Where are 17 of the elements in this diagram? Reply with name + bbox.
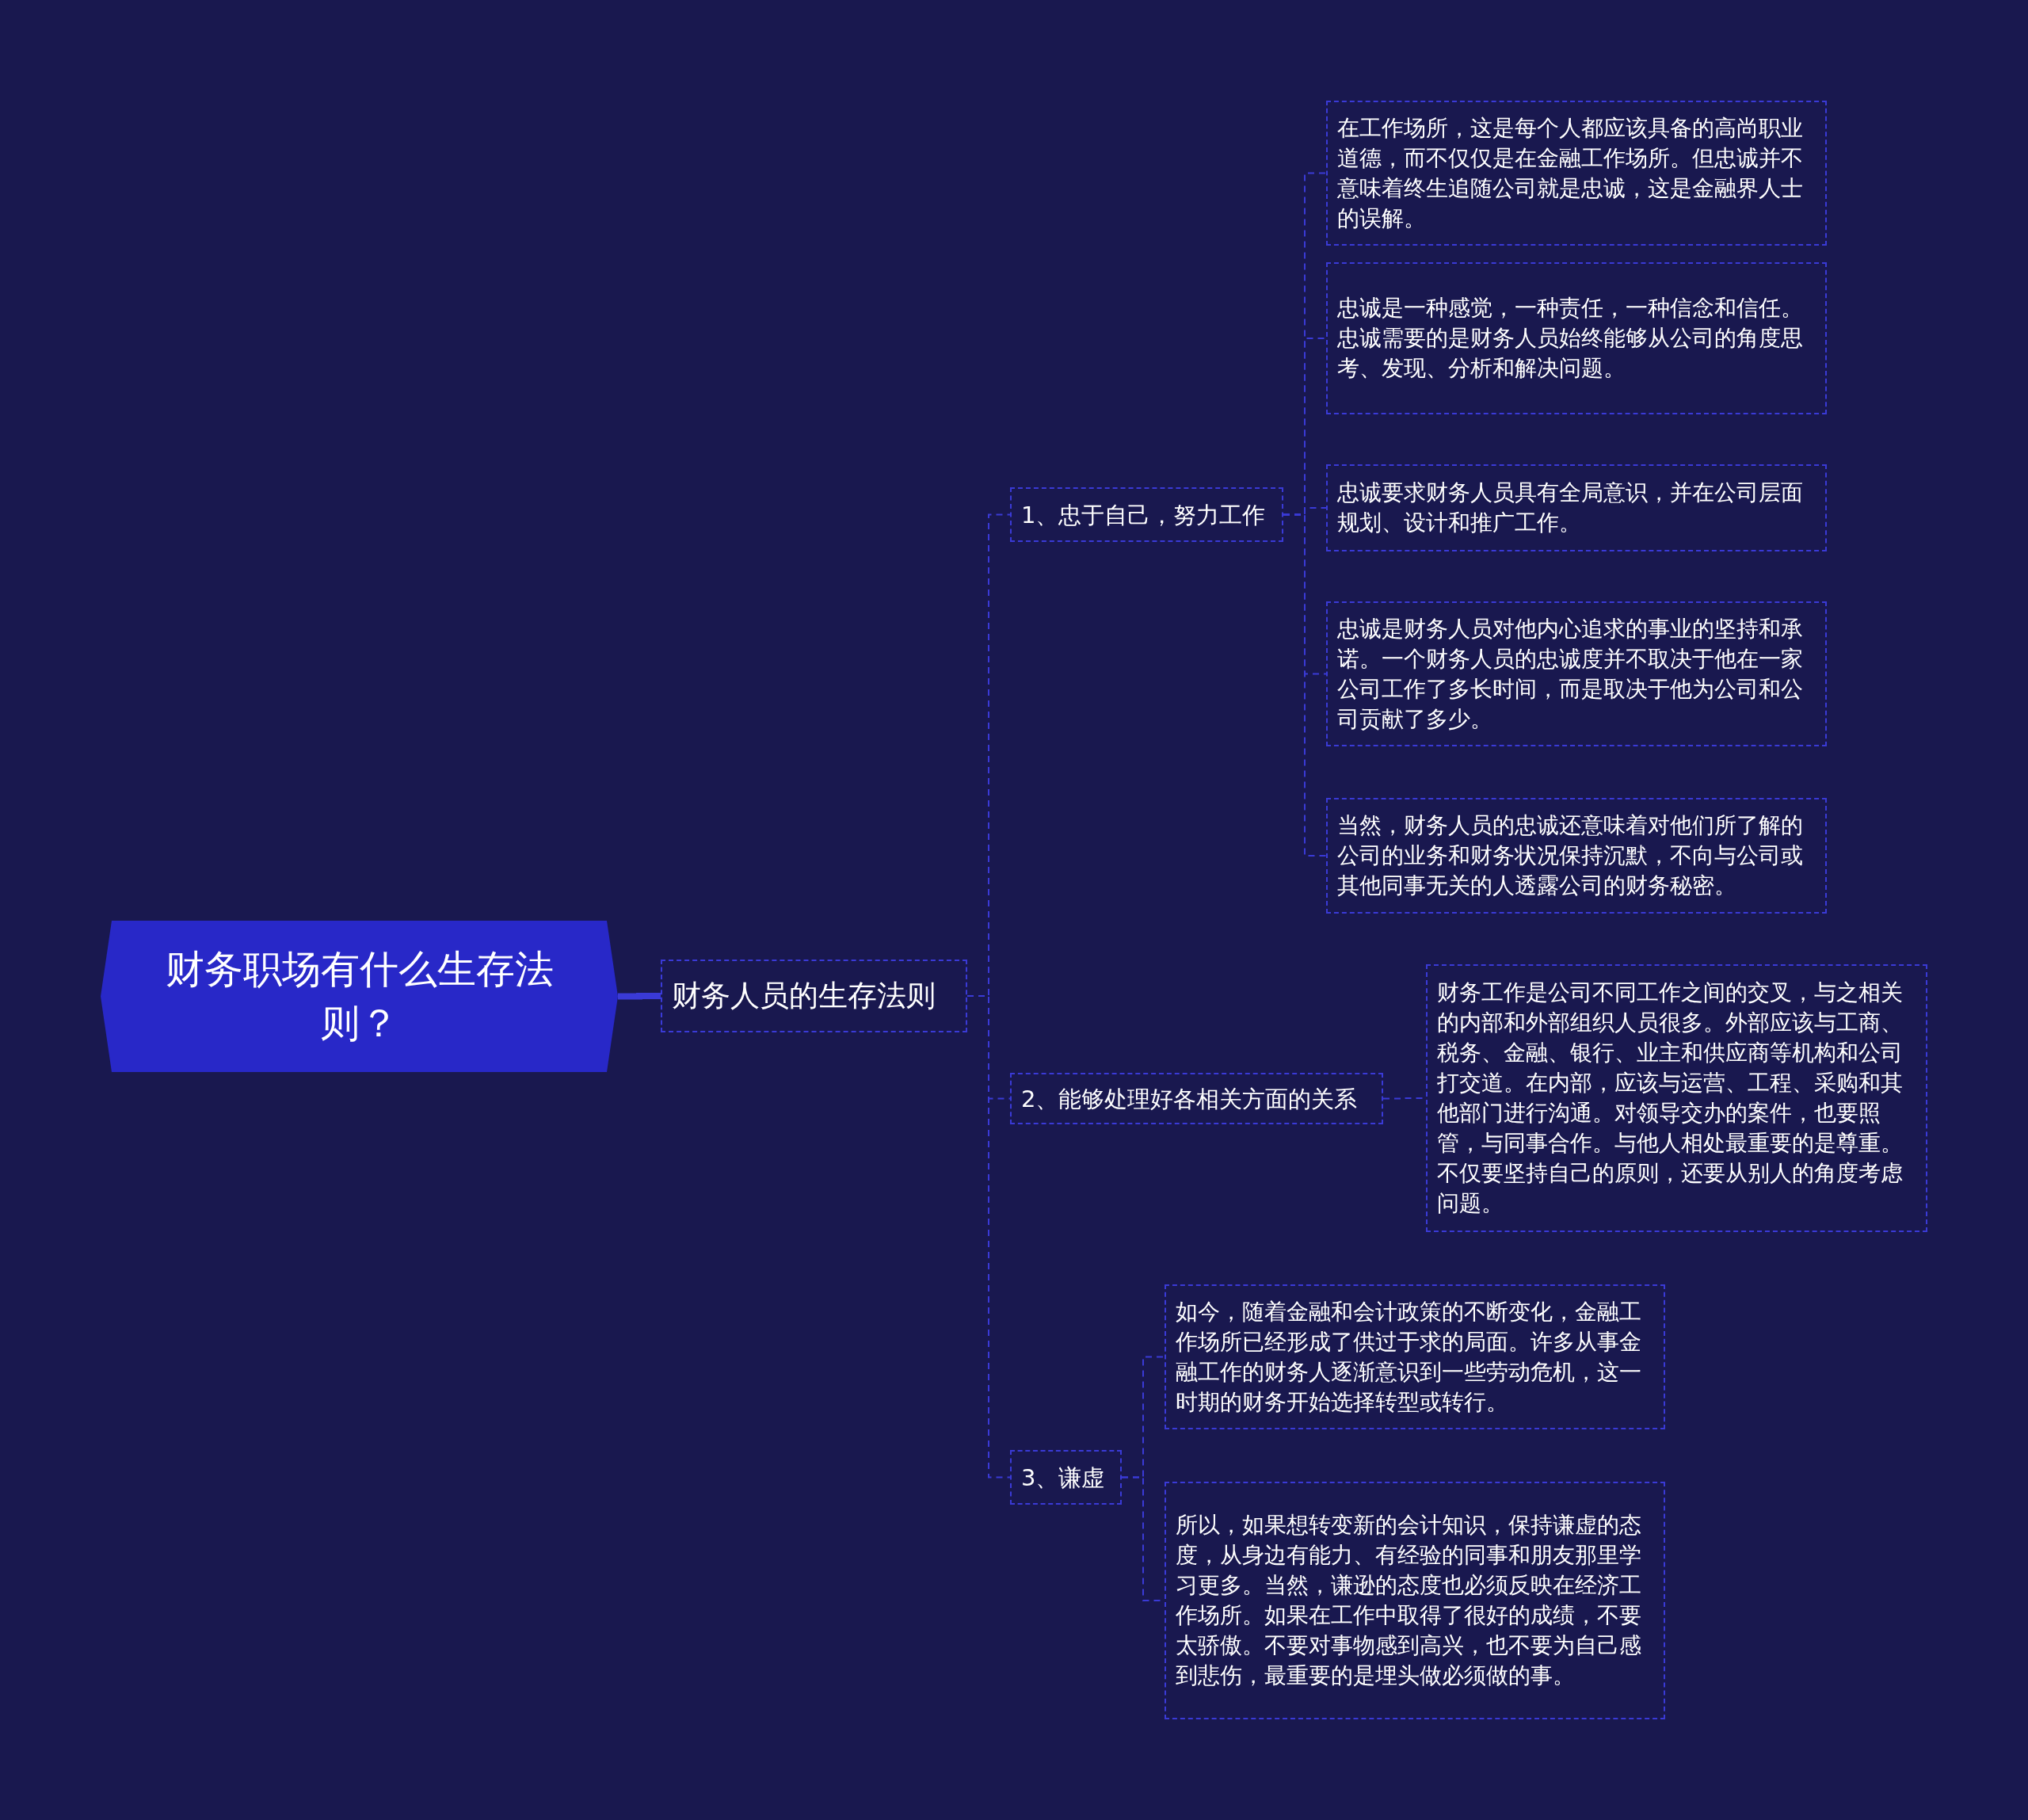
connector-line [1283,513,1327,857]
detail-box: 如今，随着金融和会计政策的不断变化，金融工作场所已经形成了供过于求的局面。许多从事金融工作的财务人逐渐意识到一些劳动危机，这一时期的财务开始选择转型或转行。 [1165,1284,1665,1429]
topic-box: 财务人员的生存法则 [661,960,967,1032]
topic-title: 财务职场有什么生存法则？ [164,945,555,1047]
connector-line [618,993,661,1000]
detail-box: 忠诚是财务人员对他内心追求的事业的坚持和承诺。一个财务人员的忠诚度并不取决于他在一家公司工作了多长时间，而是取决于他为公司和公司贡献了多少。 [1326,601,1827,746]
detail-box: 财务工作是公司不同工作之间的交叉，与之相关的内部和外部组织人员很多。外部应该与工商、税务、金融、银行、业主和供应商等机构和公司打交道。在内部，应该与运营、工程、采购和其他部门进行沟通。对领导交办的案件，也要照管，与同事合作。与他人相处最重要的是尊重。不仅要坚持自己的原则，还要从别人的角度考虑问题。 [1426,964,1927,1232]
subtopic-box: 3、谦虚 [1010,1450,1122,1505]
subtopic-box: 1、忠于自己，努力工作 [1010,487,1283,542]
detail-box: 忠诚要求财务人员具有全局意识，并在公司层面规划、设计和推广工作。 [1326,464,1827,551]
detail-box: 当然，财务人员的忠诚还意味着对他们所了解的公司的业务和财务状况保持沉默，不向与公司或其他同事无关的人透露公司的财务秘密。 [1326,798,1827,914]
detail-box: 所以，如果想转变新的会计知识，保持谦虚的态度，从身边有能力、有经验的同事和朋友那里学习更多。当然，谦逊的态度也必须反映在经济工作场所。如果在工作中取得了很好的成绩，不要太骄傲。不要对事物感到高兴，也不要为自己感到悲伤，最重要的是埋头做必须做的事。 [1165,1482,1665,1719]
central-topic [101,921,618,1072]
subtopic-box: 2、能够处理好各相关方面的关系 [1010,1073,1383,1124]
detail-box: 忠诚是一种感觉，一种责任，一种信念和信任。忠诚需要的是财务人员始终能够从公司的角度思考、发现、分析和解决问题。 [1326,262,1827,414]
detail-box: 在工作场所，这是每个人都应该具备的高尚职业道德，而不仅仅是在金融工作场所。但忠诚并不意味着终生追随公司就是忠诚，这是金融界人士的误解。 [1326,101,1827,246]
connector-line [966,995,1011,1479]
